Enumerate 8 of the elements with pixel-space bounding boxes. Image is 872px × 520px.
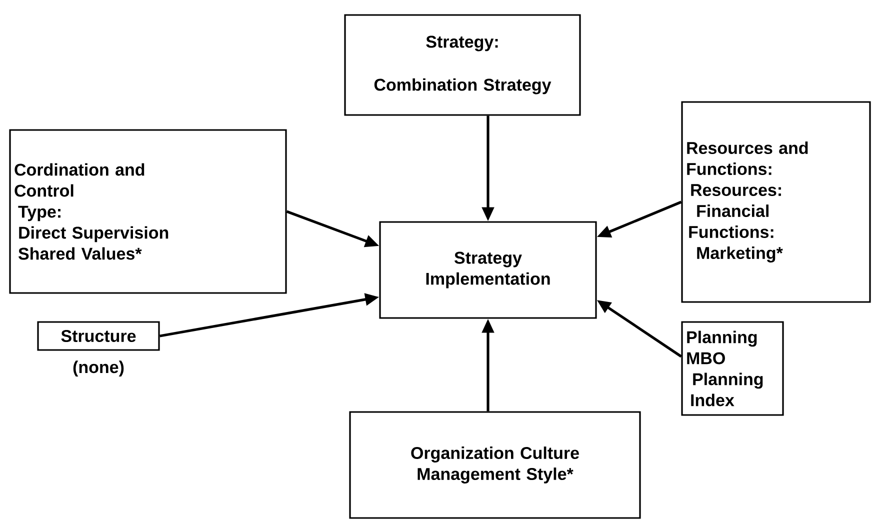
text-box: Organization Culture Management Style*: [349, 411, 641, 519]
text-box: Strategy Implementation: [379, 221, 597, 319]
node-caption: (none): [73, 360, 124, 376]
text-box: Cordination and Control Type: Direct Supervision Shared Values*: [9, 129, 287, 294]
text-box: Resources and Functions: Resources: Financial Functions: Marketing*: [681, 101, 871, 303]
text-box: Strategy: Combination Strategy: [344, 14, 581, 116]
text-box: Planning MBO Planning Index: [681, 321, 784, 416]
text-box: Structure: [37, 321, 160, 351]
